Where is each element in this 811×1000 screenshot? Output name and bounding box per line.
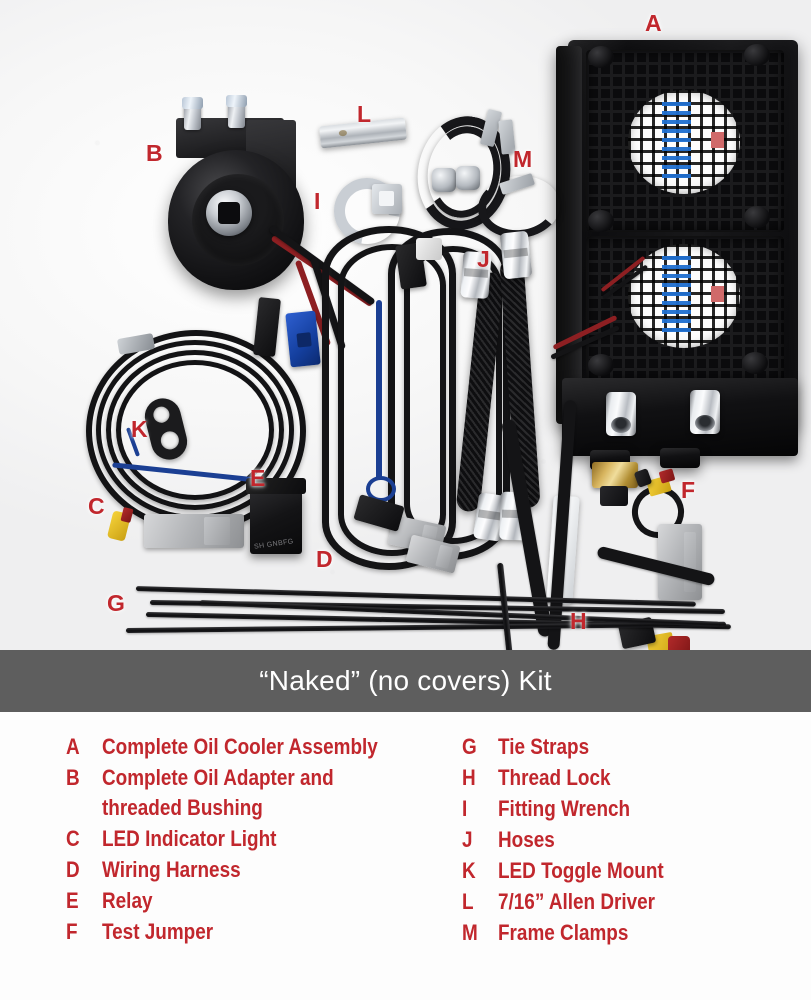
legend-row: F Test Jumper — [66, 917, 456, 947]
legend-key-b: B — [66, 765, 80, 790]
kit-title-band: “Naked” (no covers) Kit — [0, 650, 811, 712]
callout-i: I — [314, 188, 321, 214]
callout-d: D — [316, 546, 333, 572]
legend-key-l: L — [462, 889, 474, 914]
legend-label-g: Tie Straps — [498, 734, 590, 759]
callout-e: E — [250, 465, 266, 491]
callout-k: K — [131, 416, 148, 442]
legend-key-m: M — [462, 920, 478, 945]
legend-label-c: LED Indicator Light — [102, 826, 277, 851]
legend-label-i: Fitting Wrench — [498, 796, 631, 821]
legend-row: J Hoses — [462, 825, 802, 855]
cooler-fan-lower — [628, 244, 740, 348]
callout-j: J — [477, 246, 490, 272]
legend-row: M Frame Clamps — [462, 918, 802, 948]
callout-f: F — [681, 477, 696, 503]
legend-key-c: C — [66, 826, 80, 851]
kit-title: “Naked” (no covers) Kit — [259, 665, 552, 696]
callout-g: G — [107, 590, 125, 616]
legend-key-d: D — [66, 857, 80, 882]
legend-row: E Relay — [66, 886, 456, 916]
relay: SH GNBFG — [250, 490, 302, 554]
legend-row: D Wiring Harness — [66, 855, 456, 885]
legend-row: H Thread Lock — [462, 763, 802, 793]
callout-l: L — [357, 101, 372, 127]
legend-label-e: Relay — [102, 888, 153, 913]
legend-row: A Complete Oil Cooler Assembly — [66, 732, 456, 762]
clamp-bolt-1 — [432, 168, 456, 192]
legend-label-k: LED Toggle Mount — [498, 858, 664, 883]
kit-parts-photo: SH GNBFG — [0, 0, 811, 650]
legend-row: B Complete Oil Adapter and threaded Bushi… — [66, 763, 456, 823]
legend-key-e: E — [66, 888, 79, 913]
legend-key-f: F — [66, 919, 78, 944]
legend-key-a: A — [66, 734, 80, 759]
legend-row: C LED Indicator Light — [66, 824, 456, 854]
fuse-holder — [285, 310, 321, 368]
cooler-fan-upper — [628, 90, 740, 194]
threaded-bushing — [206, 190, 252, 236]
legend-row: L 7/16” Allen Driver — [462, 887, 802, 917]
callout-m: M — [513, 146, 533, 172]
legend-key-i: I — [462, 796, 468, 821]
legend-label-b: Complete Oil Adapter and threaded Bushin… — [102, 765, 334, 820]
legend-label-j: Hoses — [498, 827, 555, 852]
cooler-fitting-right — [690, 390, 720, 434]
legend-label-d: Wiring Harness — [102, 857, 241, 882]
brass-sensor — [592, 462, 638, 488]
legend-row: G Tie Straps — [462, 732, 802, 762]
legend-label-f: Test Jumper — [102, 919, 214, 944]
legend-key-j: J — [462, 827, 473, 852]
cooler-fitting-left — [606, 392, 636, 436]
callout-c: C — [88, 493, 105, 519]
legend-row: I Fitting Wrench — [462, 794, 802, 824]
legend-row: K LED Toggle Mount — [462, 856, 802, 886]
legend-label-h: Thread Lock — [498, 765, 611, 790]
callout-a: A — [645, 10, 662, 36]
callout-h: H — [570, 608, 587, 634]
adapter-bolt-left — [182, 97, 203, 130]
legend-label-l: 7/16” Allen Driver — [498, 889, 656, 914]
clamp-bolt-2 — [456, 166, 480, 190]
legend-key-h: H — [462, 765, 476, 790]
legend-label-a: Complete Oil Cooler Assembly — [102, 734, 378, 759]
callout-b: B — [146, 140, 163, 166]
legend-key-k: K — [462, 858, 476, 883]
legend-key-g: G — [462, 734, 477, 759]
deutsch-connector-left — [144, 514, 244, 548]
adapter-bolt-right — [226, 95, 247, 128]
legend-label-m: Frame Clamps — [498, 920, 629, 945]
